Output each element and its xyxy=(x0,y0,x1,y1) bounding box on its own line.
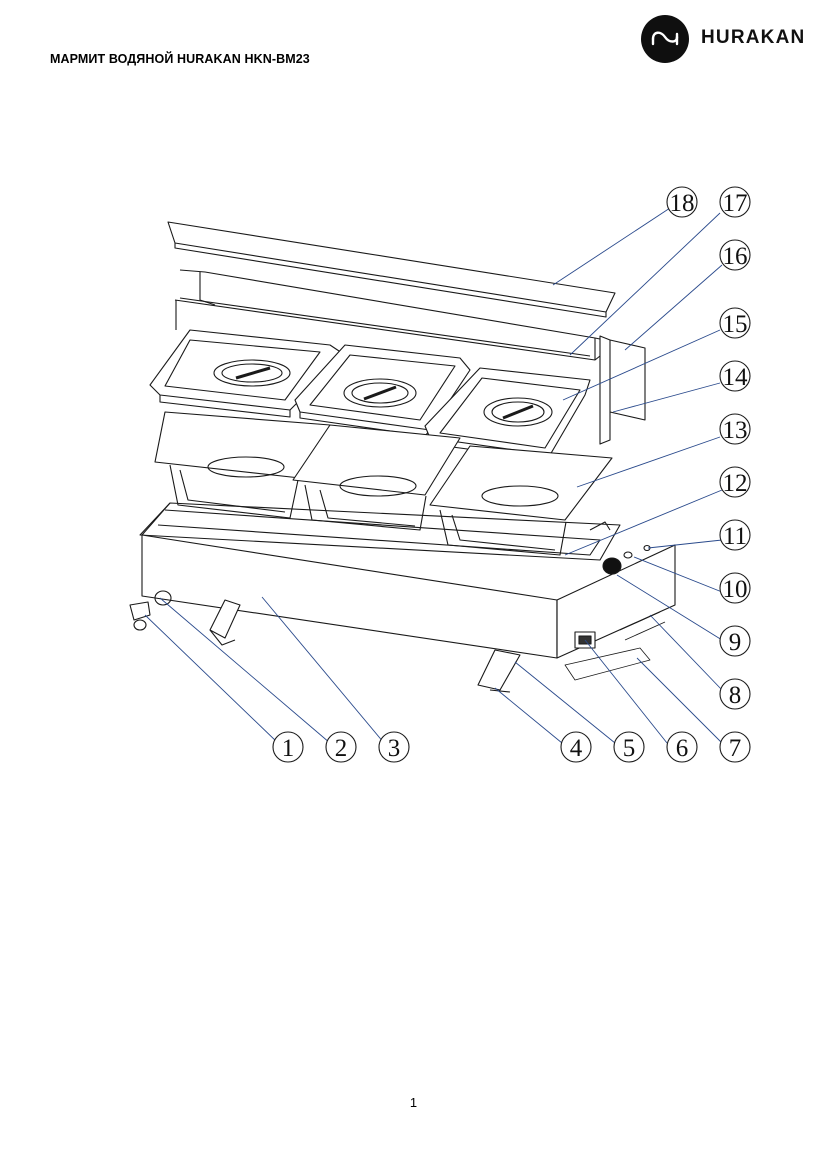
side-vents xyxy=(564,611,666,681)
gastronorm-pans xyxy=(154,411,613,556)
leader-lines xyxy=(144,207,723,744)
callout-circle-14 xyxy=(719,360,751,392)
brand-logo: HURAKAN xyxy=(641,15,821,63)
main-body xyxy=(141,502,676,659)
callout-circle-16 xyxy=(719,239,751,271)
callout-label-15: 15 xyxy=(723,311,748,338)
callout-label-4: 4 xyxy=(570,735,583,762)
page-number: 1 xyxy=(409,1095,418,1110)
pan-lid-left xyxy=(149,329,346,418)
callout-circle-18 xyxy=(666,186,698,218)
callout-circle-13 xyxy=(719,413,751,445)
callout-circle-2 xyxy=(325,731,357,763)
callout-circle-9 xyxy=(719,625,751,657)
callout-label-16: 16 xyxy=(723,243,748,270)
callout-circle-11 xyxy=(719,519,751,551)
brand-name: HURAKAN xyxy=(701,27,806,48)
callout-circle-4 xyxy=(560,731,592,763)
callout-label-6: 6 xyxy=(676,735,689,762)
callout-label-14: 14 xyxy=(723,364,749,391)
callout-label-5: 5 xyxy=(623,735,636,762)
callout-label-2: 2 xyxy=(335,735,348,762)
callout-label-13: 13 xyxy=(723,417,748,444)
callout-circle-1 xyxy=(272,731,304,763)
callout-label-11: 11 xyxy=(723,523,747,550)
callout-label-1: 1 xyxy=(282,735,295,762)
document-title: МАРМИТ ВОДЯНОЙ HURAKAN HKN-BM23 xyxy=(50,52,310,66)
callout-label-9: 9 xyxy=(729,629,742,656)
support-legs xyxy=(209,599,521,693)
callout-label-17: 17 xyxy=(723,190,748,217)
callout-circle-17 xyxy=(719,186,751,218)
sneeze-guard-frame xyxy=(174,269,646,445)
callout-circle-6 xyxy=(666,731,698,763)
glass-shelf xyxy=(167,221,616,318)
callout-circle-10 xyxy=(719,572,751,604)
callout-label-3: 3 xyxy=(388,735,401,762)
callout-label-8: 8 xyxy=(729,682,742,709)
callout-circle-3 xyxy=(378,731,410,763)
callout-circle-15 xyxy=(719,307,751,339)
callout-label-12: 12 xyxy=(723,470,748,497)
callout-circle-5 xyxy=(613,731,645,763)
callout-label-10: 10 xyxy=(723,576,748,603)
logo-mark-icon xyxy=(641,15,689,63)
callout-label-18: 18 xyxy=(670,190,695,217)
callout-circle-8 xyxy=(719,678,751,710)
callout-label-7: 7 xyxy=(729,735,742,762)
callout-circle-7 xyxy=(719,731,751,763)
callout-circle-12 xyxy=(719,466,751,498)
